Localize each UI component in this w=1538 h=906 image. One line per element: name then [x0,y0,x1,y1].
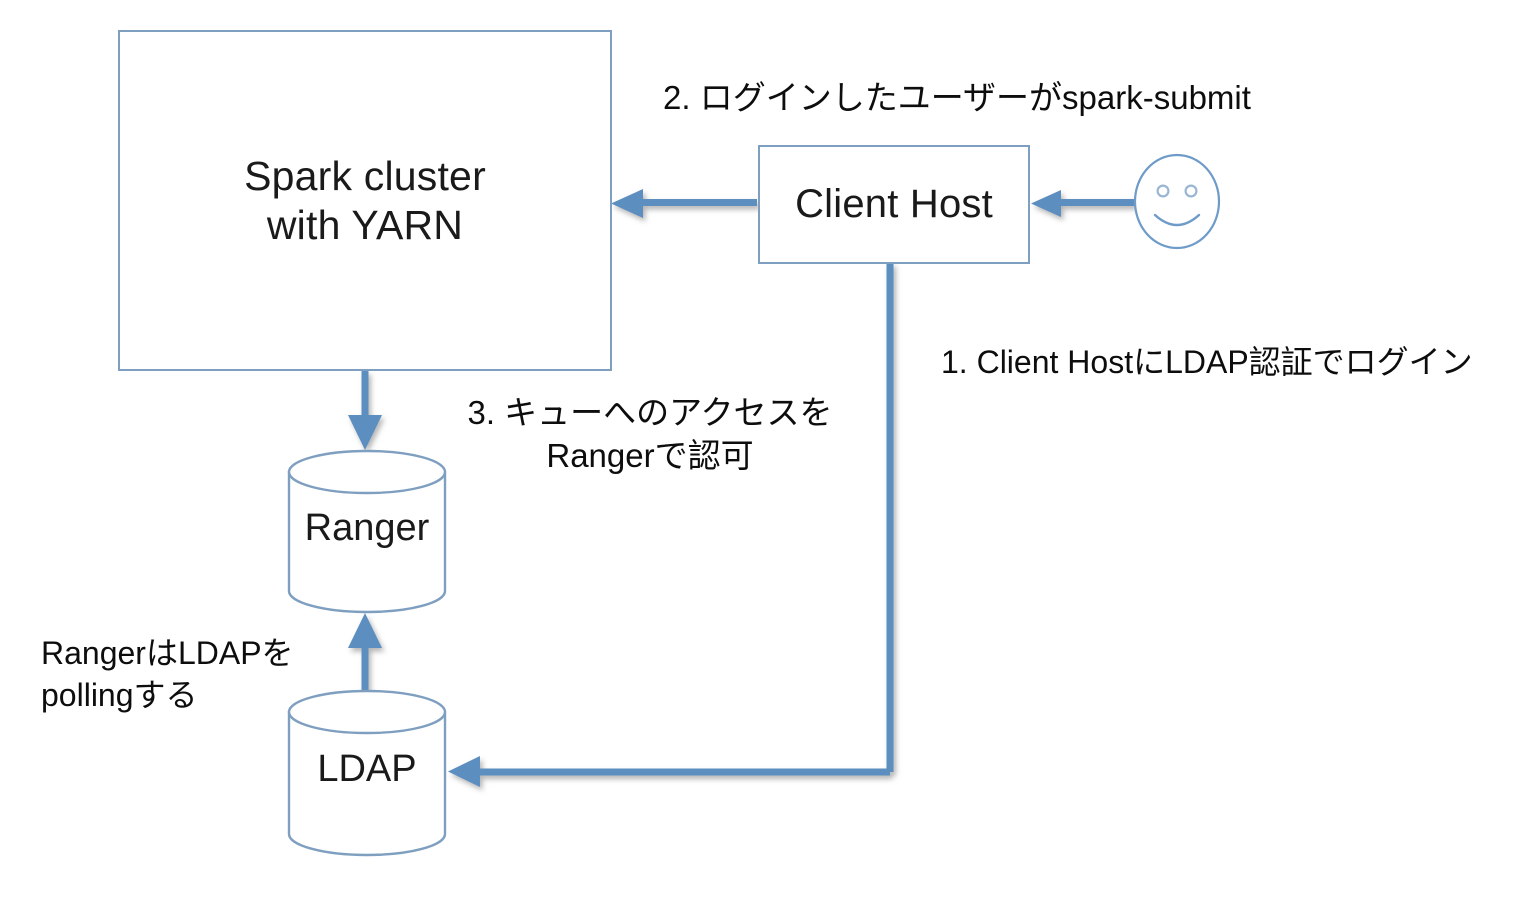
arrow-client-host-to-spark-cluster [611,189,757,218]
annotation-step-3: 3. キューへのアクセスを Rangerで認可 [467,394,833,474]
cylinder-shape-icon [287,449,447,614]
annotation-step-2: 2. ログインしたユーザーがspark-submit [663,79,1251,116]
spark-cluster-box[interactable]: Spark cluster with YARN [118,30,612,371]
arrow-spark-cluster-to-ranger [348,371,382,450]
arrow-ldap-to-ranger [348,613,382,692]
smiley-face-icon [1133,153,1221,250]
client-host-box[interactable]: Client Host [758,145,1030,264]
cylinder-shape-icon [287,689,447,857]
arrow-user-to-client-host [1031,190,1135,217]
ranger-label: Ranger [304,507,430,549]
user-node[interactable] [1133,153,1221,250]
ldap-cylinder[interactable]: LDAP [287,689,447,857]
annotation-step-1: 1. Client HostにLDAP認証でログイン [941,344,1473,380]
annotation-ranger-polls-ldap: RangerはLDAPを pollingする [41,635,294,714]
spark-cluster-label: Spark cluster with YARN [244,153,486,248]
ranger-cylinder[interactable]: Ranger [287,449,447,614]
ldap-label: LDAP [317,748,417,790]
client-host-label: Client Host [795,181,993,226]
